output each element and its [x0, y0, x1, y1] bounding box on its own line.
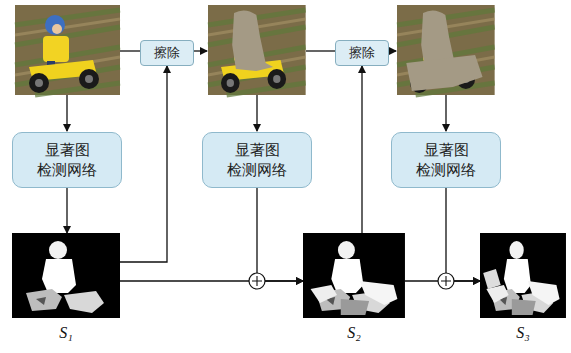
saliency-node: S₁ [12, 233, 120, 318]
sum-symbol [438, 273, 454, 289]
erased-photo [397, 5, 495, 95]
box-label: 显著图 检测网络 [221, 140, 293, 181]
map-label: S₂ [303, 324, 405, 342]
map-label: S₃ [480, 324, 566, 342]
box-label: 显著图 检测网络 [410, 140, 482, 181]
connector [446, 188, 480, 281]
saliency-map [303, 233, 405, 318]
box-label: 显著图 检测网络 [31, 140, 103, 181]
connector [66, 188, 67, 233]
saliency-node: S₃ [480, 233, 566, 318]
erased-photo [208, 5, 306, 95]
connector [120, 66, 167, 262]
network-box: 显著图 检测网络 [202, 132, 312, 188]
box-label: 擦除 [154, 44, 180, 62]
connector [257, 188, 303, 281]
erase-box: 擦除 [335, 40, 389, 66]
connector [361, 66, 362, 233]
network-box: 显著图 检测网络 [391, 132, 501, 188]
network-box: 显著图 检测网络 [12, 132, 122, 188]
sum-symbol [249, 273, 265, 289]
input-photo [15, 5, 120, 95]
flow-line [67, 51, 446, 131]
map-label: S₁ [12, 324, 120, 342]
saliency-map [480, 233, 566, 318]
saliency-map [12, 233, 120, 318]
box-label: 擦除 [349, 44, 375, 62]
saliency-node: S₂ [303, 233, 405, 318]
erase-box: 擦除 [140, 40, 194, 66]
